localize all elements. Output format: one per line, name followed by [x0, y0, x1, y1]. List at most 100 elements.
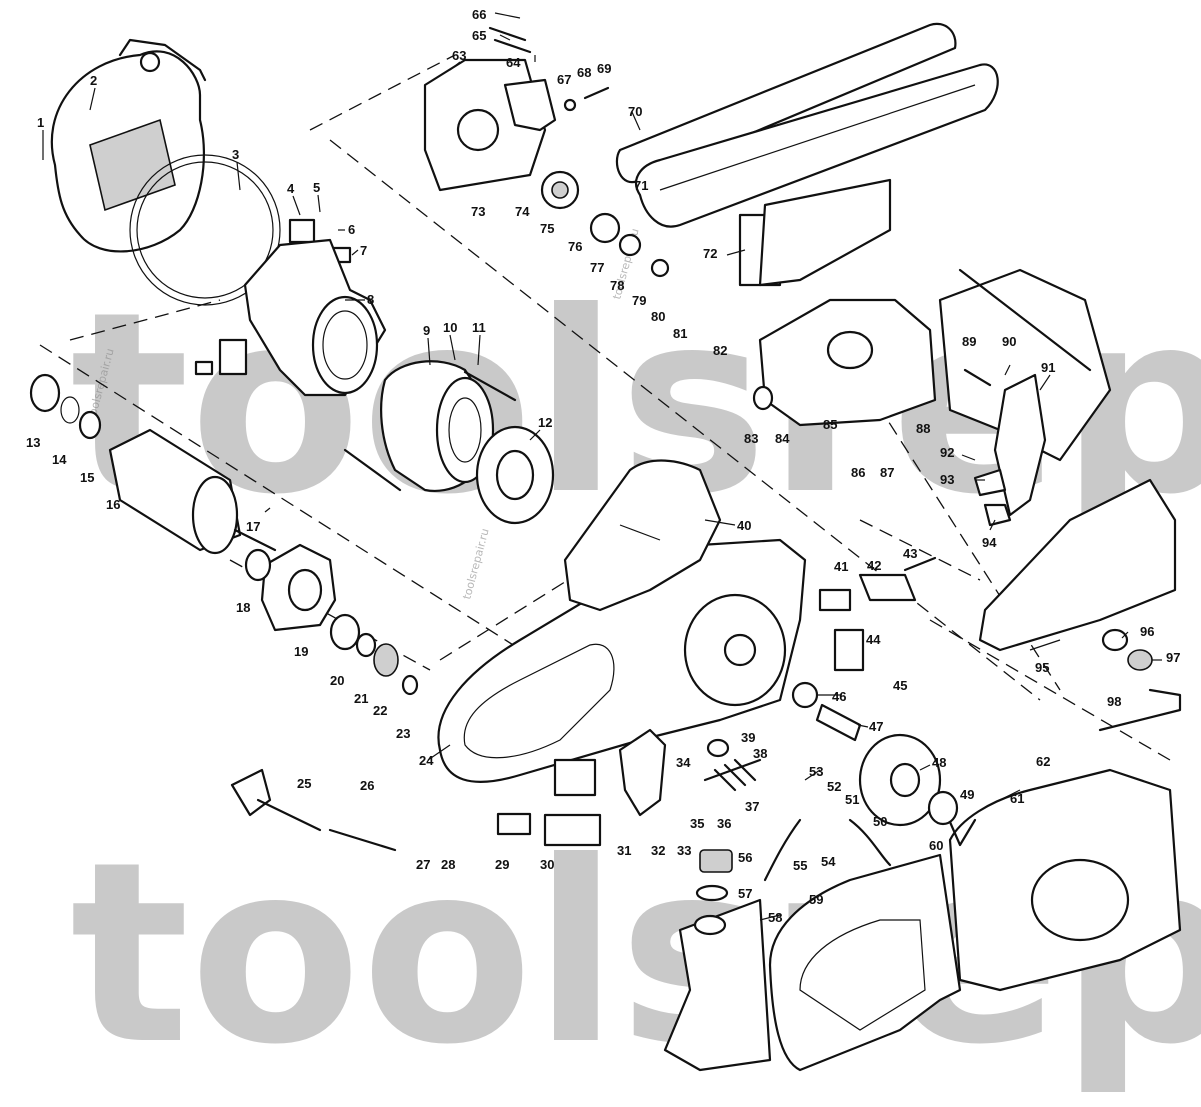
callout-49: 49 — [960, 787, 974, 802]
callout-85: 85 — [823, 417, 837, 432]
callout-27: 27 — [416, 857, 430, 872]
callout-90: 90 — [1002, 334, 1016, 349]
callout-24: 24 — [419, 753, 434, 768]
callout-86: 86 — [851, 465, 865, 480]
callout-95: 95 — [1035, 660, 1049, 675]
callout-8: 8 — [367, 292, 374, 307]
leader-lines — [42, 12, 1162, 921]
callout-53: 53 — [809, 764, 823, 779]
callout-1: 1 — [37, 115, 44, 130]
callout-31: 31 — [617, 843, 631, 858]
callout-74: 74 — [515, 204, 530, 219]
parts — [29, 22, 1182, 1072]
callout-65: 65 — [472, 28, 486, 43]
callout-7: 7 — [360, 243, 367, 258]
callout-70: 70 — [628, 104, 642, 119]
callout-59: 59 — [809, 892, 823, 907]
callout-98: 98 — [1107, 694, 1121, 709]
callout-69: 69 — [597, 61, 611, 76]
callout-80: 80 — [651, 309, 665, 324]
part-callouts: 1 2 3 4 5 6 7 8 9 10 11 12 13 14 15 16 1… — [26, 7, 1180, 925]
callout-76: 76 — [568, 239, 582, 254]
callout-11: 11 — [472, 320, 486, 335]
callout-34: 34 — [676, 755, 691, 770]
callout-25: 25 — [297, 776, 311, 791]
callout-57: 57 — [738, 886, 752, 901]
callout-79: 79 — [632, 293, 646, 308]
callout-41: 41 — [834, 559, 848, 574]
callout-10: 10 — [443, 320, 457, 335]
callout-72: 72 — [703, 246, 717, 261]
callout-22: 22 — [373, 703, 387, 718]
callout-23: 23 — [396, 726, 410, 741]
callout-13: 13 — [26, 435, 40, 450]
callout-48: 48 — [932, 755, 946, 770]
callout-97: 97 — [1166, 650, 1180, 665]
callout-28: 28 — [441, 857, 455, 872]
callout-50: 50 — [873, 814, 887, 829]
callout-47: 47 — [869, 719, 883, 734]
callout-94: 94 — [982, 535, 997, 550]
callout-55: 55 — [793, 858, 807, 873]
callout-81: 81 — [673, 326, 687, 341]
callout-2: 2 — [90, 73, 97, 88]
callout-9: 9 — [423, 323, 430, 338]
callout-60: 60 — [929, 838, 943, 853]
callout-46: 46 — [832, 689, 846, 704]
callout-93: 93 — [940, 472, 954, 487]
callout-40: 40 — [737, 518, 751, 533]
callout-38: 38 — [753, 746, 767, 761]
callout-83: 83 — [744, 431, 758, 446]
callout-43: 43 — [903, 546, 917, 561]
callout-32: 32 — [651, 843, 665, 858]
callout-33: 33 — [677, 843, 691, 858]
callout-51: 51 — [845, 792, 859, 807]
callout-62: 62 — [1036, 754, 1050, 769]
callout-52: 52 — [827, 779, 841, 794]
callout-64: 64 — [506, 55, 521, 70]
callout-84: 84 — [775, 431, 790, 446]
callout-6: 6 — [348, 222, 355, 237]
callout-35: 35 — [690, 816, 704, 831]
callout-36: 36 — [717, 816, 731, 831]
callout-12: 12 — [538, 415, 552, 430]
callout-26: 26 — [360, 778, 374, 793]
callout-88: 88 — [916, 421, 930, 436]
callout-3: 3 — [232, 147, 239, 162]
callout-63: 63 — [452, 48, 466, 63]
callout-17: 17 — [246, 519, 260, 534]
callout-19: 19 — [294, 644, 308, 659]
callout-91: 91 — [1041, 360, 1055, 375]
callout-66: 66 — [472, 7, 486, 22]
callout-68: 68 — [577, 65, 591, 80]
callout-14: 14 — [52, 452, 67, 467]
callout-18: 18 — [236, 600, 250, 615]
callout-71: 71 — [634, 178, 648, 193]
callout-78: 78 — [610, 278, 624, 293]
callout-82: 82 — [713, 343, 727, 358]
callout-37: 37 — [745, 799, 759, 814]
callout-58: 58 — [768, 910, 782, 925]
callout-87: 87 — [880, 465, 894, 480]
callout-29: 29 — [495, 857, 509, 872]
callout-67: 67 — [557, 72, 571, 87]
callout-56: 56 — [738, 850, 752, 865]
callout-42: 42 — [867, 558, 881, 573]
callout-5: 5 — [313, 180, 320, 195]
callout-16: 16 — [106, 497, 120, 512]
callout-15: 15 — [80, 470, 94, 485]
callout-77: 77 — [590, 260, 604, 275]
callout-73: 73 — [471, 204, 485, 219]
callout-44: 44 — [866, 632, 881, 647]
callout-20: 20 — [330, 673, 344, 688]
callout-39: 39 — [741, 730, 755, 745]
callout-54: 54 — [821, 854, 836, 869]
callout-30: 30 — [540, 857, 554, 872]
callout-45: 45 — [893, 678, 907, 693]
callout-96: 96 — [1140, 624, 1154, 639]
callout-89: 89 — [962, 334, 976, 349]
callout-61: 61 — [1010, 791, 1024, 806]
callout-21: 21 — [354, 691, 368, 706]
callout-4: 4 — [287, 181, 295, 196]
